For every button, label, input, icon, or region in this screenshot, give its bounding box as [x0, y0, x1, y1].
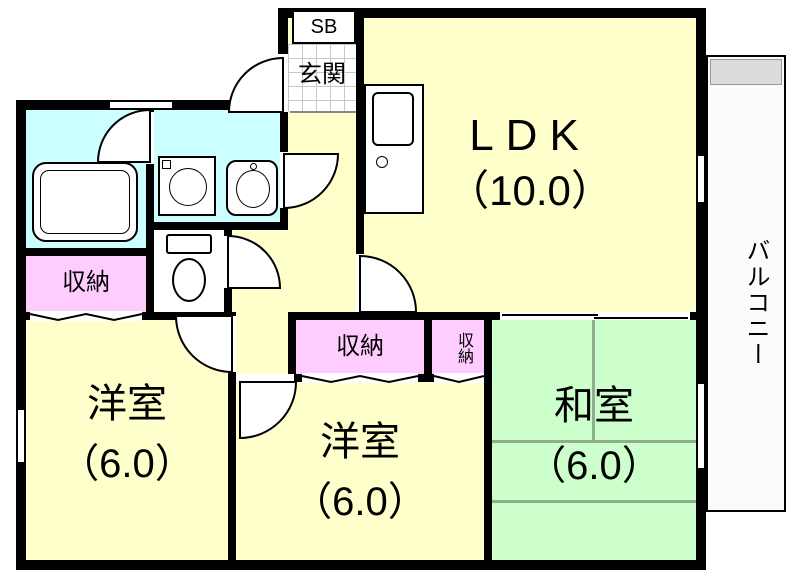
balcony-area	[706, 55, 786, 512]
closet-mid-label: 収納	[336, 333, 384, 360]
wall-bath-closet	[16, 248, 154, 256]
kitchen-counter-icon	[364, 84, 424, 214]
closet-small-label: 収納	[455, 332, 472, 364]
wall-hall-ldk	[356, 112, 364, 256]
tatami-line	[492, 440, 696, 443]
wall-hall-closet	[288, 312, 296, 382]
bathtub-inner	[40, 170, 130, 234]
bed2-door-opening	[236, 374, 294, 382]
balcony-label: バルコニー	[742, 238, 769, 368]
toilet-icon	[160, 234, 220, 304]
genkan-step-line	[290, 111, 356, 113]
window-bed1-west	[16, 410, 26, 462]
wall-top	[278, 8, 706, 18]
ldk-door-opening	[356, 254, 364, 312]
bath-door-opening	[146, 112, 154, 164]
vanity-bowl	[236, 170, 270, 208]
drain-icon	[162, 160, 171, 169]
closet-left	[26, 256, 146, 312]
window-washitsu-balcony	[696, 384, 706, 468]
bathtub-icon	[32, 162, 138, 242]
genkan-tile	[288, 44, 356, 112]
wall-bottom	[16, 560, 706, 570]
kitchen-sink-icon	[372, 92, 414, 146]
washing-machine-pan-icon	[158, 156, 216, 216]
tatami-line	[492, 500, 696, 503]
yoshitsu-mid-size: （6.0）	[292, 480, 428, 524]
washing-machine-drum	[169, 168, 207, 206]
washitsu-label: 和室	[554, 384, 634, 428]
yoshitsu-mid-label: 洋室	[320, 420, 400, 464]
closet-mid	[296, 320, 424, 374]
shoebox-label: SB	[310, 15, 338, 38]
window-ldk-balcony	[696, 156, 706, 202]
bed1-door-opening	[228, 316, 236, 372]
balcony-partition	[710, 59, 782, 85]
window-bath-north	[110, 100, 172, 110]
wall-closet-div	[424, 312, 432, 382]
toilet-tank	[166, 234, 212, 254]
closet-small	[432, 320, 484, 374]
wall-bath-wash	[146, 110, 154, 312]
tatami-line	[592, 320, 595, 442]
wall-right	[696, 8, 706, 570]
front-door-opening	[278, 54, 288, 112]
closet-left-label: 収納	[62, 269, 110, 296]
wall-bed2-washitsu	[484, 312, 492, 560]
ldk-size: （10.0）	[447, 167, 613, 214]
vanity-sink-icon	[226, 160, 278, 216]
toilet-bowl	[172, 258, 206, 302]
yoshitsu-left-size: （6.0）	[59, 442, 195, 486]
faucet-icon	[376, 156, 388, 168]
wall-wash-toilet	[154, 222, 288, 230]
wall-bed1-hall	[228, 312, 236, 560]
yoshitsu-left-label: 洋室	[87, 382, 167, 426]
wall-genkan-ldk	[356, 8, 364, 112]
washitsu-size: （6.0）	[526, 444, 662, 488]
ldk-label: LDK	[469, 111, 591, 160]
wall-mid-west	[16, 312, 228, 320]
genkan-label: 玄関	[298, 61, 346, 88]
wall-left	[16, 100, 26, 570]
wall-mid-east	[288, 312, 696, 320]
shoebox: SB	[292, 10, 356, 44]
toilet-door-opening	[224, 236, 232, 288]
vanity-faucet	[250, 163, 257, 170]
washroom-door-opening	[280, 152, 288, 208]
